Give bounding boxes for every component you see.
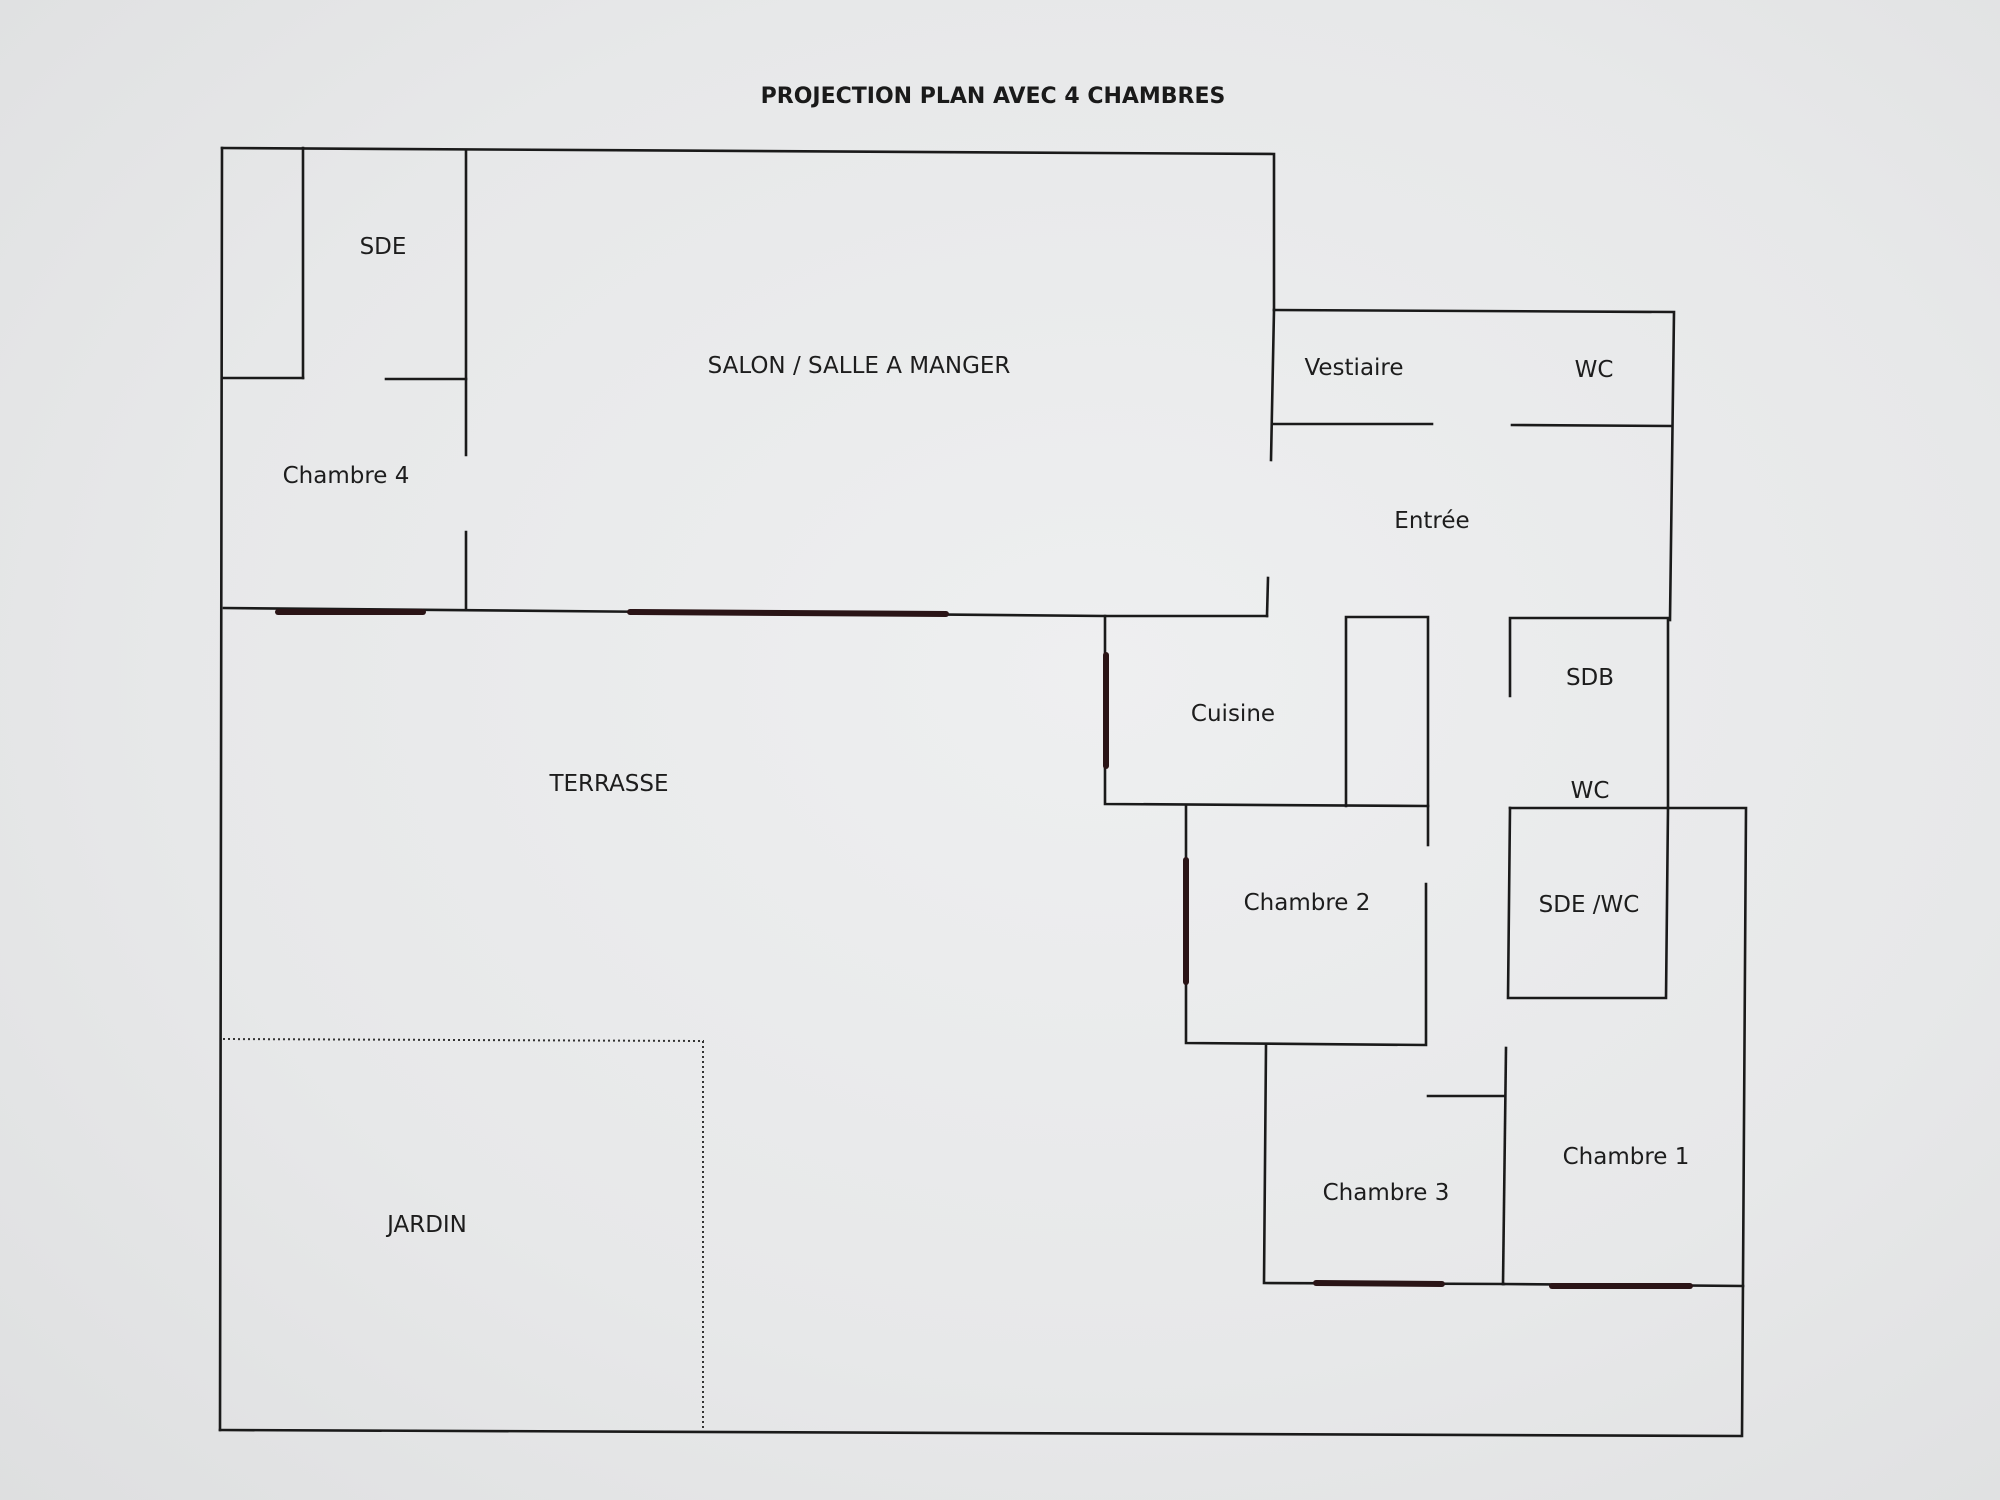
wall-entree-left-lower	[1265, 576, 1270, 618]
label-vestiaire: Vestiaire	[1304, 355, 1403, 381]
walls	[218, 146, 1748, 1438]
wall-chambre3-right	[1501, 1046, 1508, 1286]
jardin-boundary	[222, 1038, 704, 1430]
plan-title: PROJECTION PLAN AVEC 4 CHAMBRES	[761, 84, 1226, 109]
wall-sde-wc	[1506, 806, 1670, 1000]
label-chambre1: Chambre 1	[1563, 1144, 1690, 1170]
window-chambre3	[1313, 1280, 1445, 1287]
wall-top	[220, 146, 1276, 312]
wall-right-lower	[1666, 806, 1748, 1438]
label-sde-top: SDE	[360, 234, 407, 260]
wall-cuisine-cupboard	[1344, 615, 1430, 808]
label-chambre2: Chambre 2	[1244, 890, 1371, 916]
label-jardin: JARDIN	[385, 1212, 467, 1238]
label-salon: SALON / SALLE A MANGER	[708, 353, 1011, 379]
label-sdb: SDB	[1566, 665, 1614, 691]
label-wc-mid: WC	[1571, 778, 1610, 804]
windows	[275, 609, 1693, 1289]
label-chambre3: Chambre 3	[1323, 1180, 1450, 1206]
window-salon	[627, 609, 949, 617]
wall-entree-left-upper	[1269, 308, 1276, 462]
label-cuisine: Cuisine	[1191, 701, 1275, 727]
label-sde-wc: SDE /WC	[1539, 892, 1640, 918]
wall-chambre3	[1262, 1043, 1506, 1286]
wall-left	[218, 146, 224, 1432]
label-terrasse: TERRASSE	[548, 771, 668, 797]
wall-sdb	[1508, 616, 1670, 810]
wall-entree-right	[1272, 308, 1676, 622]
wall-wc-top	[1510, 423, 1674, 428]
label-chambre4: Chambre 4	[283, 463, 410, 489]
wall-bottom	[218, 1428, 1742, 1438]
wall-chambre2	[1184, 804, 1428, 1047]
label-wc-top: WC	[1575, 357, 1614, 383]
label-entree: Entrée	[1394, 508, 1469, 534]
room-labels: SDE SALON / SALLE A MANGER Vestiaire WC …	[283, 234, 1690, 1238]
